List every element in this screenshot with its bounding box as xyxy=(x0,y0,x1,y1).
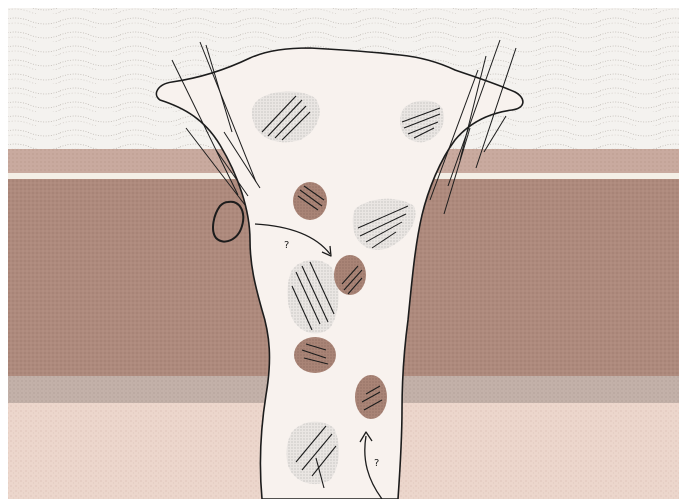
question-mark-upper: ? xyxy=(284,240,289,251)
pale-clast xyxy=(288,260,339,334)
brown-clast xyxy=(293,182,327,220)
question-mark-lower: ? xyxy=(374,458,379,469)
brown-clast xyxy=(334,255,366,295)
brown-clast xyxy=(294,337,336,373)
brown-clast xyxy=(355,375,387,419)
